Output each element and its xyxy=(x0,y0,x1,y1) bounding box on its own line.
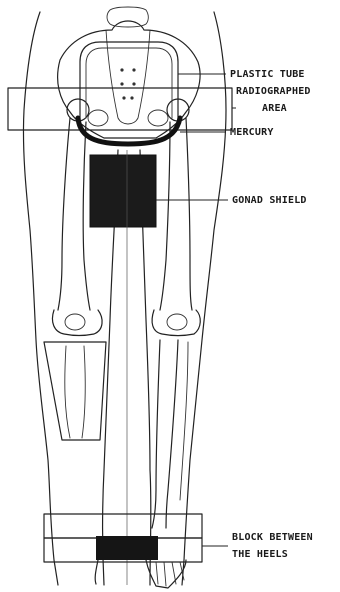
radiographed-area-box xyxy=(8,88,232,130)
label-mercury: MERCURY xyxy=(230,127,274,138)
plastic-tube xyxy=(80,42,178,120)
gonad-shield xyxy=(90,155,156,227)
heel-block xyxy=(44,514,202,562)
label-radiographed-line2: AREA xyxy=(262,103,287,114)
lower-legs xyxy=(44,340,188,528)
mercury-band xyxy=(78,118,180,144)
label-block-line1: BLOCK BETWEEN xyxy=(232,532,313,543)
label-plastic-tube: PLASTIC TUBE xyxy=(230,69,305,80)
feet xyxy=(95,560,186,588)
label-gonad-shield: GONAD SHIELD xyxy=(232,195,307,206)
label-radiographed-line1: RADIOGRAPHED xyxy=(236,86,311,97)
label-block-line2: THE HEELS xyxy=(232,549,288,560)
